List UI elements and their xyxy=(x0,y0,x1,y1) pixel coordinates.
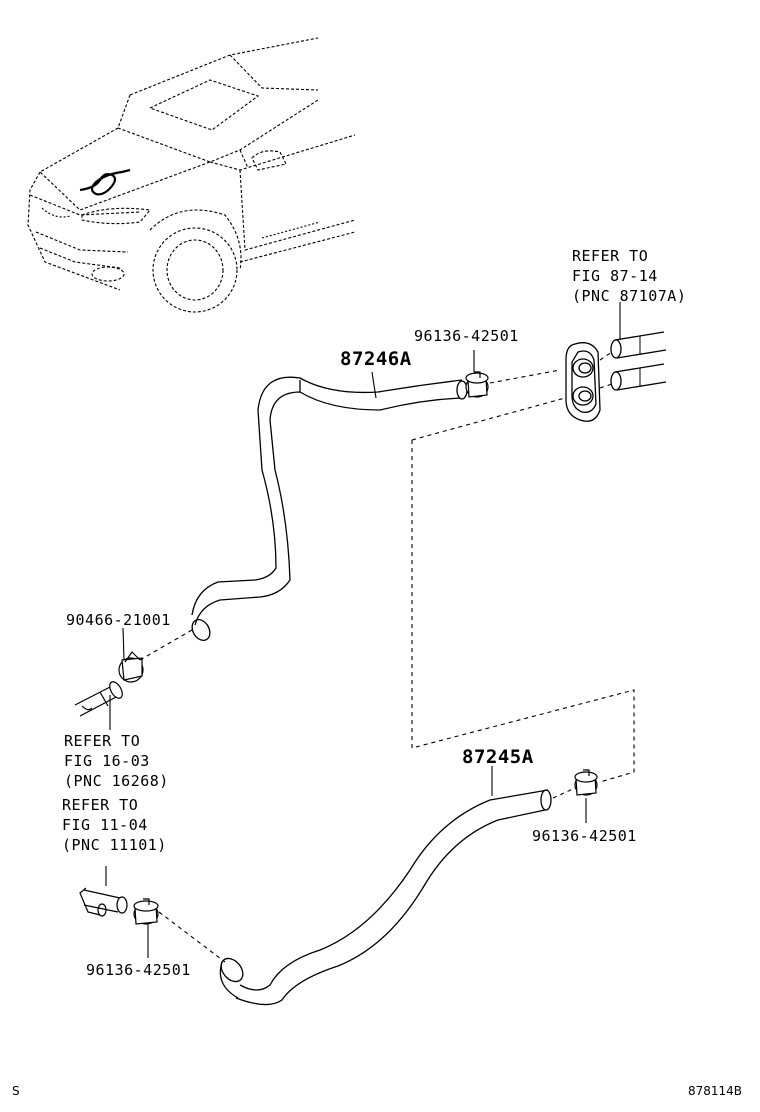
clip-lower-left-shape xyxy=(133,898,159,925)
clamp-90466-shape xyxy=(74,651,144,717)
reference-line-1: REFER TO xyxy=(62,796,139,814)
footer-left-mark: S xyxy=(12,1084,20,1098)
dashed-connections xyxy=(139,351,635,963)
part-label-96136-lower[interactable]: 96136-42501 xyxy=(86,961,191,979)
reference-line-2: FIG 11-04 xyxy=(62,816,148,834)
part-label-87245A[interactable]: 87245A xyxy=(462,746,534,768)
reference-line-1: REFER TO xyxy=(64,732,141,750)
leader-lines xyxy=(105,302,621,958)
reference-line-3: (PNC 16268) xyxy=(64,772,169,790)
clip-upper-right-shape xyxy=(465,371,489,398)
part-label-87246A[interactable]: 87246A xyxy=(340,348,412,370)
clip-lower-right-shape xyxy=(574,769,598,796)
reference-line-3: (PNC 87107A) xyxy=(572,287,687,305)
grommet-plate xyxy=(565,342,601,422)
part-label-96136-right[interactable]: 96136-42501 xyxy=(532,827,637,845)
car-illustration xyxy=(27,37,356,313)
hose-87246A xyxy=(191,376,468,641)
hose-87245A xyxy=(219,789,552,1006)
pipe-lower-left xyxy=(79,887,128,917)
part-label-96136-upper[interactable]: 96136-42501 xyxy=(414,327,519,345)
part-label-90466[interactable]: 90466-21001 xyxy=(66,611,171,629)
reference-line-3: (PNC 11101) xyxy=(62,836,167,854)
reference-line-2: FIG 87-14 xyxy=(572,267,658,285)
diagram-id: 878114B xyxy=(688,1084,743,1098)
heater-pipes xyxy=(610,331,667,391)
reference-line-1: REFER TO xyxy=(572,247,649,265)
reference-line-2: FIG 16-03 xyxy=(64,752,150,770)
